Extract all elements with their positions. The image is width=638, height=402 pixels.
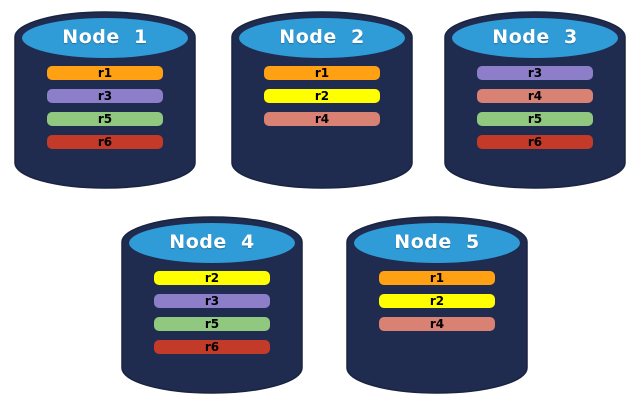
replica-list: r3 r4 r5 r6 <box>477 66 593 149</box>
replica-bar-r4: r4 <box>264 112 380 126</box>
replica-bar-r5: r5 <box>47 112 163 126</box>
replica-bar-r3: r3 <box>47 89 163 103</box>
replica-bar-r1: r1 <box>264 66 380 80</box>
replica-list: r1 r3 r5 r6 <box>47 66 163 149</box>
node-title: Node 4 <box>169 231 255 253</box>
replica-bar-r4: r4 <box>477 89 593 103</box>
replica-bar-r6: r6 <box>47 135 163 149</box>
replica-bar-r2: r2 <box>264 89 380 103</box>
node-5-cylinder: Node 5 r1 r2 r4 <box>345 213 529 397</box>
replica-bar-r3: r3 <box>154 294 270 308</box>
node-title: Node 5 <box>394 231 480 253</box>
replica-list: r1 r2 r4 <box>379 271 495 331</box>
replica-bar-r5: r5 <box>154 317 270 331</box>
replica-bar-r3: r3 <box>477 66 593 80</box>
replica-bar-r2: r2 <box>154 271 270 285</box>
replica-bar-r1: r1 <box>47 66 163 80</box>
node-2-cylinder: Node 2 r1 r2 r4 <box>230 8 414 192</box>
node-3-cylinder: Node 3 r3 r4 r5 r6 <box>443 8 627 192</box>
replica-bar-r6: r6 <box>477 135 593 149</box>
node-4-cylinder: Node 4 r2 r3 r5 r6 <box>120 213 304 397</box>
node-1-cylinder: Node 1 r1 r3 r5 r6 <box>13 8 197 192</box>
node-title: Node 2 <box>279 26 365 48</box>
replica-bar-r5: r5 <box>477 112 593 126</box>
replica-list: r1 r2 r4 <box>264 66 380 126</box>
replica-bar-r4: r4 <box>379 317 495 331</box>
replica-bar-r1: r1 <box>379 271 495 285</box>
replica-bar-r6: r6 <box>154 340 270 354</box>
node-title: Node 3 <box>492 26 578 48</box>
replica-bar-r2: r2 <box>379 294 495 308</box>
node-title: Node 1 <box>62 26 148 48</box>
replica-list: r2 r3 r5 r6 <box>154 271 270 354</box>
